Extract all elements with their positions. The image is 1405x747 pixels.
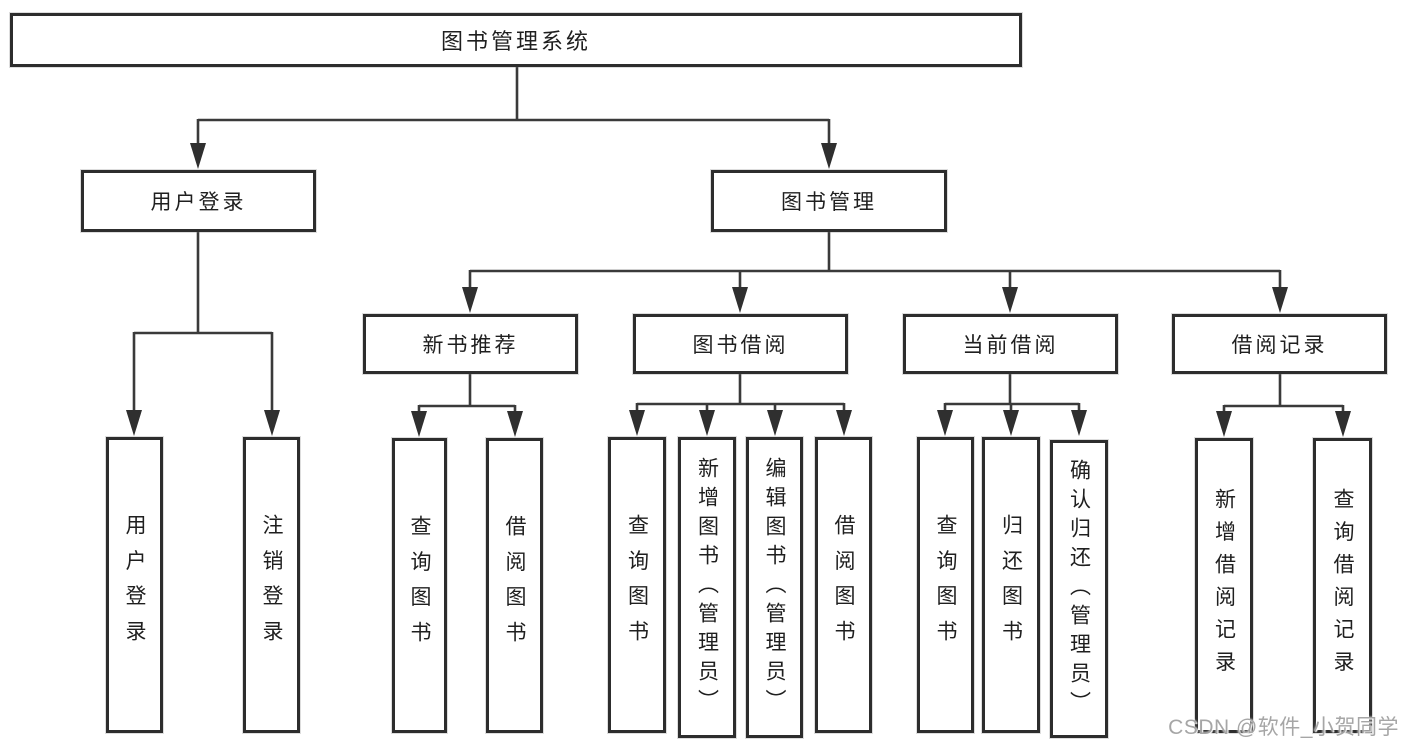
- node-add-borrow-record: 新增借阅记录: [1195, 438, 1253, 733]
- node-label: 借阅图书: [832, 514, 855, 656]
- node-label: 归还图书: [999, 514, 1023, 656]
- node-user-login-leaf: 用户登录: [106, 437, 163, 733]
- node-label: 新增借阅记录: [1212, 487, 1236, 684]
- node-logout: 注销登录: [243, 437, 300, 733]
- node-label: 用户登录: [123, 514, 146, 656]
- node-edit-books-admin: 编辑图书（管理员）: [746, 437, 803, 738]
- node-query-borrow-record: 查询借阅记录: [1313, 438, 1372, 733]
- node-return-books: 归还图书: [982, 437, 1040, 733]
- node-book-management: 图书管理: [711, 170, 947, 232]
- node-add-books-admin: 新增图书（管理员）: [678, 437, 736, 738]
- node-borrow-books-2: 借阅图书: [815, 437, 872, 733]
- node-label: 查询图书: [934, 514, 957, 656]
- node-label: 查询借阅记录: [1331, 487, 1354, 684]
- node-label: 注销登录: [260, 514, 283, 656]
- node-borrow-books-1: 借阅图书: [486, 438, 543, 733]
- node-label: 查询图书: [625, 514, 649, 656]
- csdn-watermark: CSDN @软件_小贺同学: [1168, 716, 1399, 739]
- node-label: 新书推荐: [422, 334, 519, 357]
- node-current-borrowing: 当前借阅: [903, 314, 1118, 374]
- arrowhead-icons: [126, 143, 1351, 437]
- node-borrowing-records: 借阅记录: [1172, 314, 1387, 374]
- node-label: 当前借阅: [962, 334, 1059, 357]
- node-label: 借阅记录: [1231, 334, 1328, 357]
- node-query-books-1: 查询图书: [392, 438, 447, 733]
- node-label: 编辑图书（管理员）: [763, 457, 786, 718]
- node-label: 新增图书（管理员）: [695, 457, 719, 718]
- node-label: 借阅图书: [503, 514, 526, 657]
- node-label: 图书管理: [781, 191, 877, 214]
- node-label: 查询图书: [408, 514, 431, 657]
- node-user-login: 用户登录: [81, 170, 316, 232]
- node-label: 用户登录: [150, 191, 247, 214]
- node-label: 图书借阅: [692, 334, 789, 357]
- node-query-books-3: 查询图书: [917, 437, 974, 733]
- node-label: 确认归还（管理员）: [1067, 458, 1091, 720]
- node-book-borrowing: 图书借阅: [633, 314, 848, 374]
- node-new-book-recommend: 新书推荐: [363, 314, 578, 374]
- node-confirm-return-admin: 确认归还（管理员）: [1050, 440, 1108, 738]
- node-library-management-system: 图书管理系统: [10, 13, 1022, 67]
- node-label: 图书管理系统: [440, 29, 591, 54]
- node-query-books-2: 查询图书: [608, 437, 666, 733]
